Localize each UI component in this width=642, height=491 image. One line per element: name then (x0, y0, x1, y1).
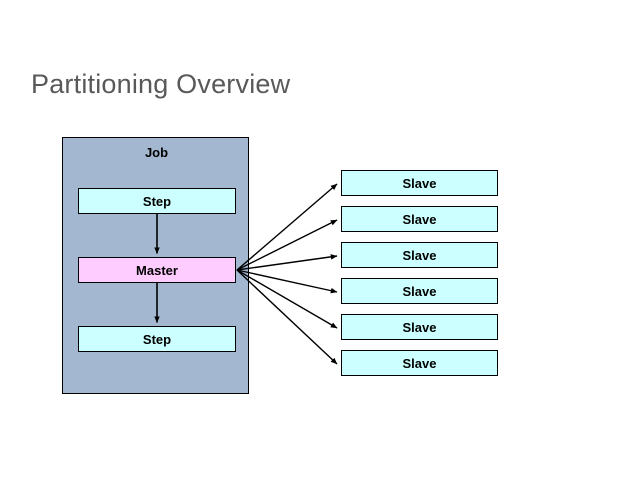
node-step-bottom[interactable]: Step (78, 326, 236, 352)
node-slave-4[interactable]: Slave (341, 278, 498, 304)
job-label: Job (144, 145, 169, 160)
node-master[interactable]: Master (78, 257, 236, 283)
connector-master-to-slave-1 (236, 183, 338, 271)
node-step-top[interactable]: Step (78, 188, 236, 214)
node-slave-5[interactable]: Slave (341, 314, 498, 340)
node-slave-3[interactable]: Slave (341, 242, 498, 268)
connector-master-to-slave-6 (236, 269, 338, 365)
node-slave-1[interactable]: Slave (341, 170, 498, 196)
node-slave-2[interactable]: Slave (341, 206, 498, 232)
connector-master-to-slave-5 (236, 269, 338, 329)
connector-master-to-slave-2 (236, 219, 338, 271)
page-title: Partitioning Overview (31, 69, 291, 99)
connector-master-to-slave-3 (236, 254, 338, 271)
node-slave-6[interactable]: Slave (341, 350, 498, 376)
connector-master-to-slave-4 (236, 269, 338, 294)
